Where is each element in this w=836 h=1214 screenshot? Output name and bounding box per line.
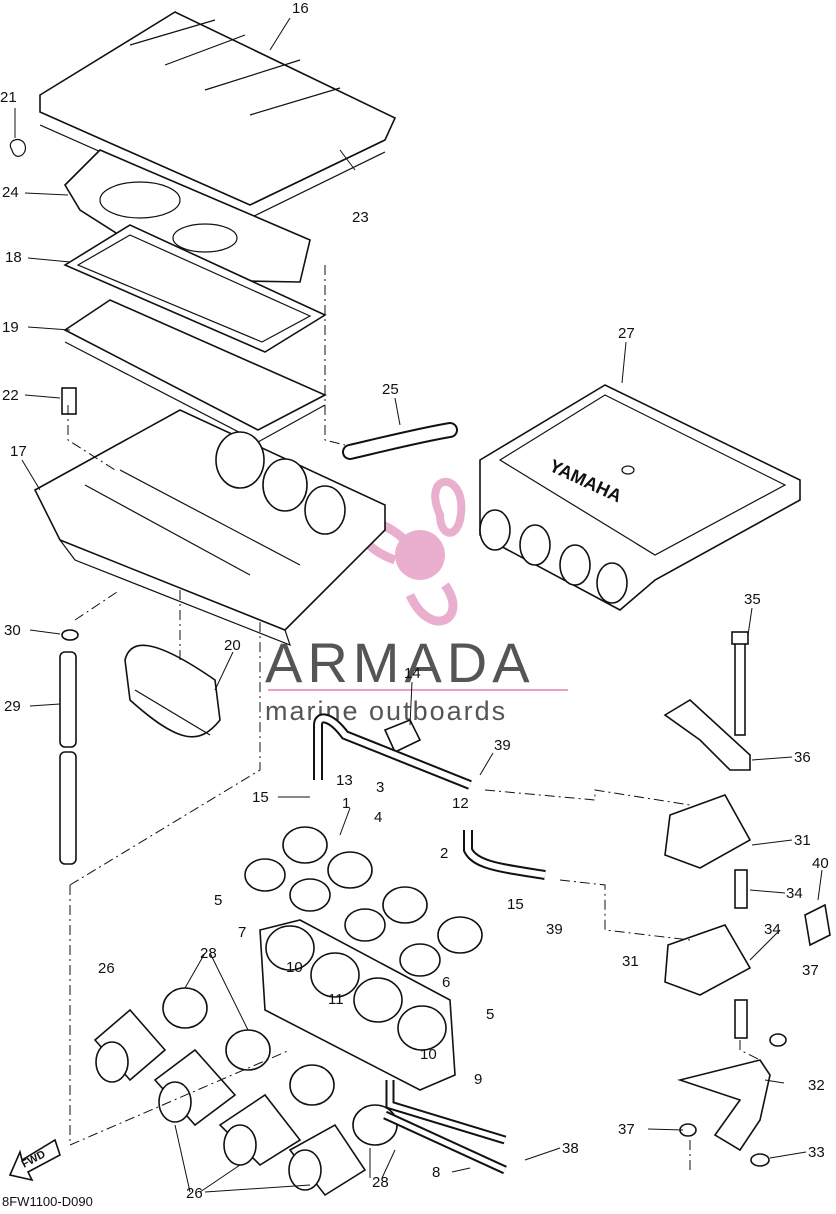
- callout-17: 17: [10, 443, 27, 460]
- callout-30: 30: [4, 622, 21, 639]
- callout-12: 12: [452, 795, 469, 812]
- callout-31-upper: 31: [794, 832, 811, 849]
- callout-27: 27: [618, 325, 635, 342]
- callout-15-right: 15: [507, 896, 524, 913]
- fuel-pump-31-upper: [664, 794, 752, 909]
- callout-36: 36: [794, 749, 811, 766]
- hose-12: [463, 830, 546, 880]
- callout-34-lower: 34: [764, 921, 781, 938]
- callout-5-right: 5: [486, 1006, 494, 1023]
- callout-40: 40: [812, 855, 829, 872]
- airbox-case-17: [33, 409, 386, 647]
- bracket-32: [677, 1059, 771, 1152]
- pipe-29: [59, 651, 77, 865]
- callout-26-top: 26: [98, 960, 115, 977]
- fasteners: [679, 903, 831, 1167]
- bolt-35: [731, 631, 749, 736]
- callout-11: 11: [328, 991, 344, 1008]
- callout-39-top: 39: [494, 737, 511, 754]
- hose-25: [342, 422, 458, 460]
- callout-38: 38: [562, 1140, 579, 1157]
- callout-37-lower: 37: [618, 1121, 635, 1138]
- callout-37-upper: 37: [802, 962, 819, 979]
- leader-lines: [14, 17, 823, 1193]
- watermark-brand: ARMADA: [265, 631, 535, 694]
- pad-22: [61, 387, 77, 415]
- clip-21: [9, 138, 27, 157]
- stay-36: [663, 699, 751, 771]
- callout-25: 25: [382, 381, 399, 398]
- callout-14: 14: [404, 665, 421, 682]
- callout-21: 21: [0, 89, 17, 106]
- drain-hoses: [383, 1080, 507, 1175]
- callout-8: 8: [432, 1164, 440, 1181]
- callout-34-upper: 34: [786, 885, 803, 902]
- armada-watermark: ARMADA marine outboards: [265, 477, 568, 726]
- callout-35: 35: [744, 591, 761, 608]
- rubber-joints-26: [93, 1008, 367, 1197]
- callout-13: 13: [336, 772, 353, 789]
- clip-30: [61, 629, 79, 641]
- callout-7: 7: [238, 924, 246, 941]
- callout-26-bottom: 26: [186, 1185, 203, 1202]
- forward-arrow: FWD: [8, 1138, 61, 1182]
- hose-13: [313, 713, 472, 790]
- callout-23: 23: [352, 209, 369, 226]
- callout-16: 16: [292, 0, 309, 17]
- callout-1: 1: [342, 795, 350, 812]
- callout-6: 6: [442, 974, 450, 991]
- callout-31-lower: 31: [622, 953, 639, 970]
- clamp-14: [383, 718, 422, 754]
- callout-4: 4: [374, 809, 382, 826]
- callout-15-left: 15: [252, 789, 269, 806]
- intake-joints: [244, 826, 483, 977]
- callout-3: 3: [376, 779, 384, 796]
- callout-10-upper: 10: [286, 959, 303, 976]
- callout-33: 33: [808, 1144, 825, 1161]
- callout-22: 22: [2, 387, 19, 404]
- callout-19: 19: [2, 319, 19, 336]
- fuel-pump-31-lower: [664, 924, 752, 1039]
- filter-plate-24: [63, 149, 311, 283]
- callout-29: 29: [4, 698, 21, 715]
- callout-20: 20: [224, 637, 241, 654]
- callout-24: 24: [2, 184, 19, 201]
- callout-9: 9: [474, 1071, 482, 1088]
- diagram-code: 8FW1100-D090: [2, 1194, 93, 1209]
- callout-5-left: 5: [214, 892, 222, 909]
- callout-10-lower: 10: [420, 1046, 437, 1063]
- watermark-tagline: marine outboards: [265, 696, 507, 726]
- intake-duct-20: [124, 644, 221, 738]
- carburetor-assembly-11: [259, 919, 456, 1091]
- callout-28-top: 28: [200, 945, 217, 962]
- intake-cover-27: YAMAHA: [479, 384, 801, 611]
- callout-2: 2: [440, 845, 448, 862]
- callout-18: 18: [5, 249, 22, 266]
- callout-28-bottom: 28: [372, 1174, 389, 1191]
- callout-39-lower: 39: [546, 921, 563, 938]
- callout-32: 32: [808, 1077, 825, 1094]
